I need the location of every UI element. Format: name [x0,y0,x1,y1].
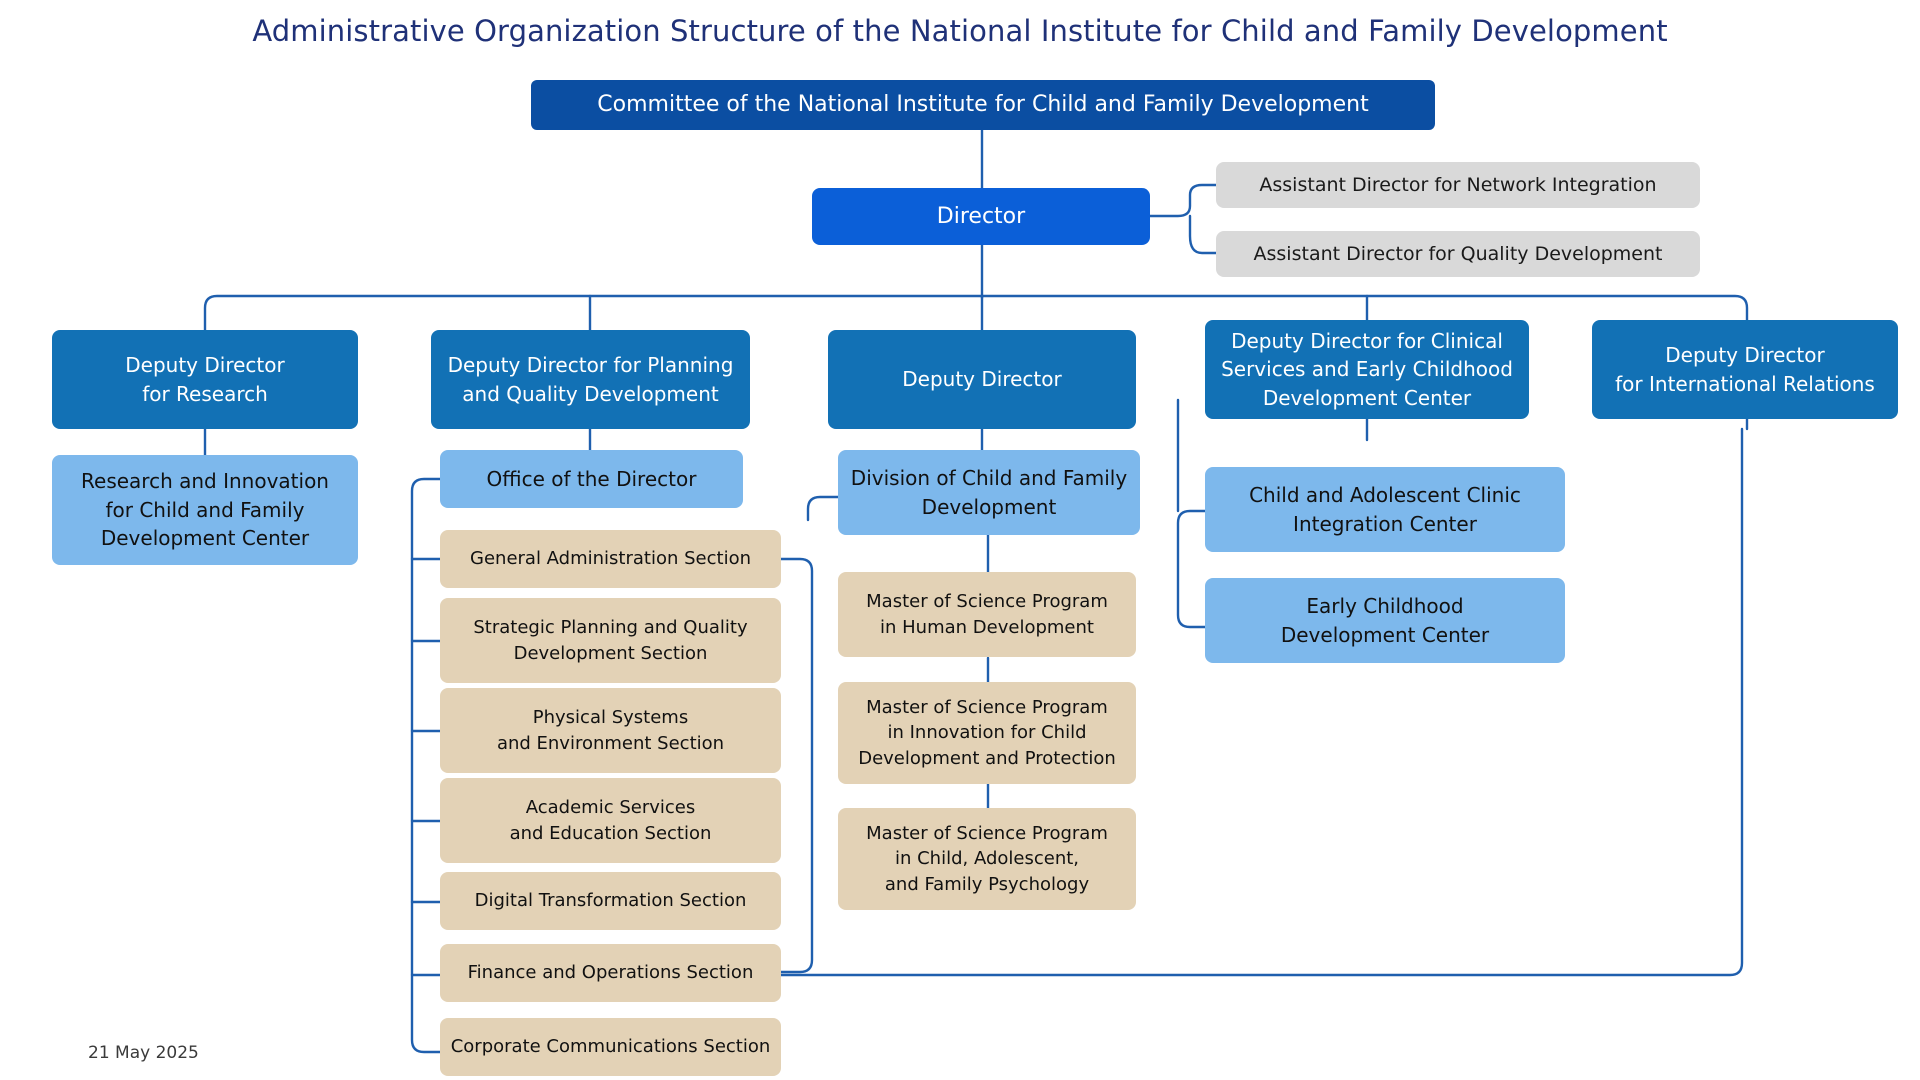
node-section-corporate-communications[interactable]: Corporate Communications Section [440,1018,781,1076]
date-stamp: 21 May 2025 [88,1043,199,1063]
node-section-academic-services-education[interactable]: Academic Services and Education Section [440,778,781,863]
node-program-human-development[interactable]: Master of Science Program in Human Devel… [838,572,1136,657]
node-deputy-director-clinical-services[interactable]: Deputy Director for Clinical Services an… [1205,320,1529,419]
node-assistant-director-network-integration[interactable]: Assistant Director for Network Integrati… [1216,162,1700,208]
node-program-child-adolescent-family-psychology[interactable]: Master of Science Program in Child, Adol… [838,808,1136,910]
node-child-adolescent-clinic-integration-center[interactable]: Child and Adolescent Clinic Integration … [1205,467,1565,552]
node-research-innovation-center[interactable]: Research and Innovation for Child and Fa… [52,455,358,565]
node-deputy-director-international-relations[interactable]: Deputy Director for International Relati… [1592,320,1898,419]
node-director[interactable]: Director [812,188,1150,245]
node-committee[interactable]: Committee of the National Institute for … [531,80,1435,130]
node-early-childhood-development-center[interactable]: Early Childhood Development Center [1205,578,1565,663]
node-assistant-director-quality-development[interactable]: Assistant Director for Quality Developme… [1216,231,1700,277]
node-section-general-administration[interactable]: General Administration Section [440,530,781,588]
node-deputy-director-research[interactable]: Deputy Director for Research [52,330,358,429]
node-section-physical-systems-environment[interactable]: Physical Systems and Environment Section [440,688,781,773]
node-section-finance-operations[interactable]: Finance and Operations Section [440,944,781,1002]
node-section-digital-transformation[interactable]: Digital Transformation Section [440,872,781,930]
node-deputy-director-planning-quality[interactable]: Deputy Director for Planning and Quality… [431,330,750,429]
node-office-of-the-director[interactable]: Office of the Director [440,450,743,508]
node-program-innovation-child-development[interactable]: Master of Science Program in Innovation … [838,682,1136,784]
node-division-child-family-development[interactable]: Division of Child and Family Development [838,450,1140,535]
page-title: Administrative Organization Structure of… [252,14,1668,48]
node-deputy-director[interactable]: Deputy Director [828,330,1136,429]
node-section-strategic-planning-quality[interactable]: Strategic Planning and Quality Developme… [440,598,781,683]
